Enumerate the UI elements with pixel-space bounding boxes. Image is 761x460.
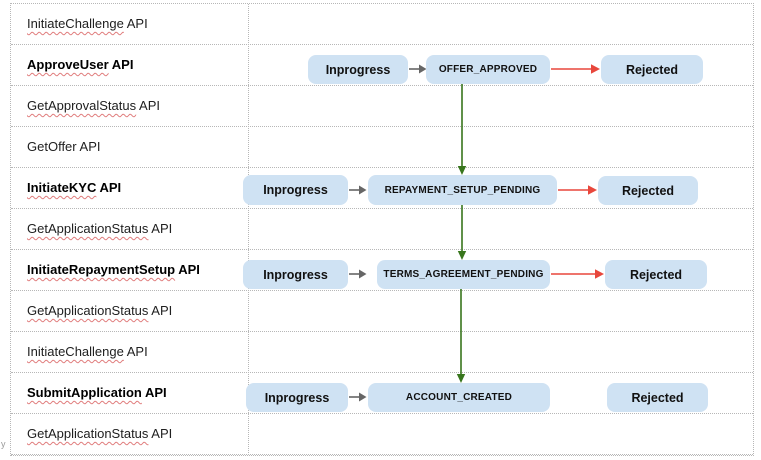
state-rejected-box[interactable]: Rejected [607,383,708,412]
flow-arrow-icon [349,185,367,195]
next-state-arrow-icon [456,289,466,383]
next-state-arrow-icon [457,84,467,175]
cutoff-text-fragment: y [1,439,6,449]
api-row-label[interactable]: GetApplicationStatus API [27,221,173,236]
reject-arrow-icon [551,269,604,279]
api-row-label[interactable]: GetOffer API [27,139,101,154]
api-row-label[interactable]: SubmitApplication API [27,385,167,400]
state-rejected-box[interactable]: Rejected [605,260,707,289]
api-row-label[interactable]: ApproveUser API [27,57,134,72]
state-inprogress-box[interactable]: Inprogress [308,55,408,84]
grid-row [11,86,753,127]
api-row-label[interactable]: GetApplicationStatus API [27,426,173,441]
api-row-label[interactable]: InitiateKYC API [27,180,122,195]
state-rejected-box[interactable]: Rejected [598,176,698,205]
reject-arrow-icon [551,64,600,74]
grid-row [11,45,753,86]
api-row-label[interactable]: InitiateRepaymentSetup API [27,262,200,277]
state-box[interactable]: OFFER_APPROVED [426,55,550,84]
grid-row [11,373,753,414]
state-inprogress-box[interactable]: Inprogress [243,175,348,205]
grid-row [11,4,753,45]
grid-row [11,414,753,455]
grid-table [10,3,754,456]
reject-arrow-icon [558,185,597,195]
state-inprogress-box[interactable]: Inprogress [246,383,348,412]
api-row-label[interactable]: InitiateChallenge API [27,344,148,359]
state-inprogress-box[interactable]: Inprogress [243,260,348,289]
state-rejected-box[interactable]: Rejected [601,55,703,84]
flow-arrow-icon [349,392,367,402]
flow-arrow-icon [409,64,427,74]
next-state-arrow-icon [457,205,467,260]
grid-row [11,250,753,291]
state-box[interactable]: ACCOUNT_CREATED [368,383,550,412]
api-row-label[interactable]: GetApplicationStatus API [27,303,173,318]
api-row-label[interactable]: InitiateChallenge API [27,16,148,31]
grid-row [11,291,753,332]
state-box[interactable]: REPAYMENT_SETUP_PENDING [368,175,557,205]
grid-row [11,168,753,209]
grid-row [11,209,753,250]
column-divider [248,4,249,455]
flow-arrow-icon [349,269,367,279]
grid-row [11,127,753,168]
api-row-label[interactable]: GetApprovalStatus API [27,98,160,113]
state-box[interactable]: TERMS_AGREEMENT_PENDING [377,260,550,289]
grid-row [11,332,753,373]
